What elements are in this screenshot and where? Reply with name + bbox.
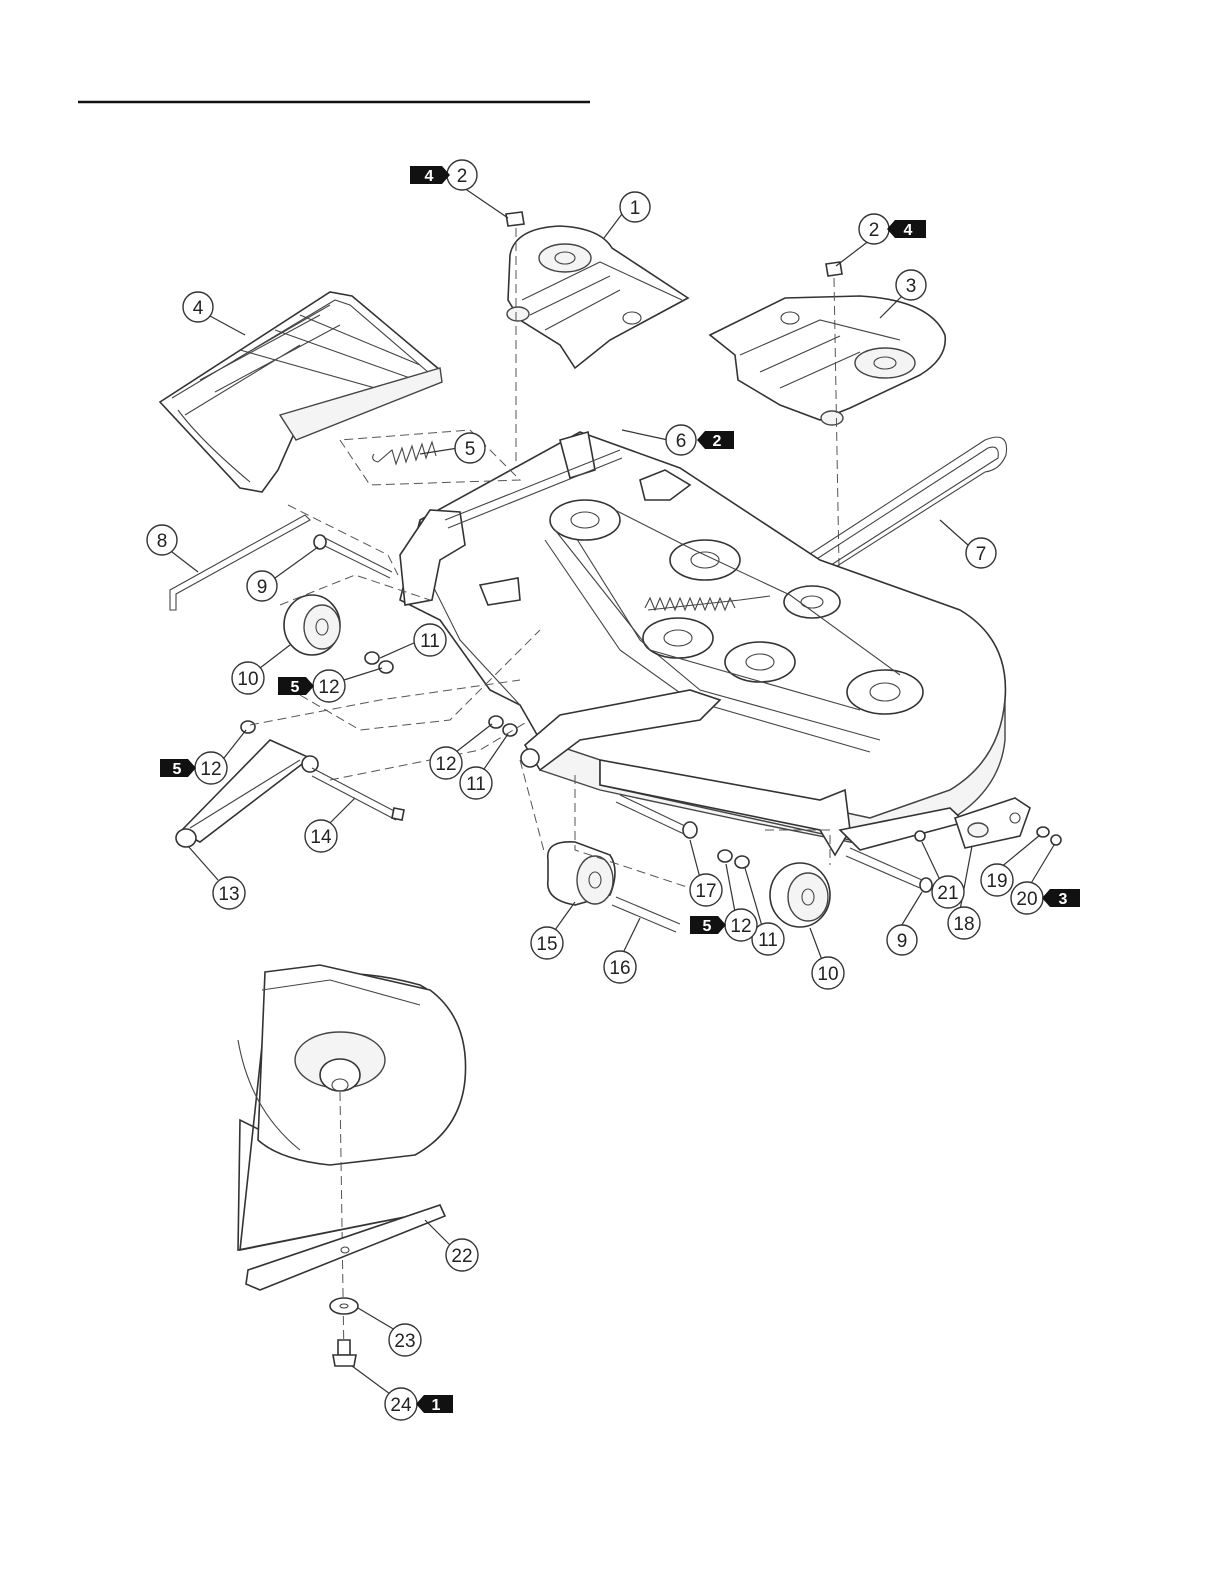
callout-16-label: 16 xyxy=(609,958,630,979)
callout-20: 20 xyxy=(1011,882,1043,914)
callout-1-label: 1 xyxy=(630,198,641,219)
flag-6-label: 2 xyxy=(713,433,722,450)
blade-washer xyxy=(330,1298,358,1314)
flag-2-left: 4 xyxy=(410,166,450,185)
flag-20: 3 xyxy=(1042,889,1080,908)
callout-16: 16 xyxy=(604,951,636,983)
flag-24: 1 xyxy=(416,1395,453,1414)
flag-12-d-label: 5 xyxy=(703,918,712,935)
callout-8: 8 xyxy=(147,525,177,555)
callout-9-left-label: 9 xyxy=(257,577,268,598)
callout-12-c-label: 12 xyxy=(435,754,456,775)
callout-12-a: 12 xyxy=(313,670,345,702)
right-belt-cover xyxy=(710,296,945,425)
callout-24-label: 24 xyxy=(390,1395,412,1416)
callout-4: 4 xyxy=(183,292,213,322)
callout-14-label: 14 xyxy=(310,827,332,848)
gauge-wheel-left xyxy=(284,595,340,655)
flag-2-left-label: 4 xyxy=(425,168,434,185)
callout-10-left-label: 10 xyxy=(237,669,258,690)
callout-2-right-label: 2 xyxy=(869,220,880,241)
callout-15: 15 xyxy=(531,927,563,959)
callout-3: 3 xyxy=(896,270,926,300)
mower-blade xyxy=(246,1205,445,1290)
bolt-9-left xyxy=(314,535,392,578)
callout-11-b-label: 11 xyxy=(466,774,486,795)
callout-7-label: 7 xyxy=(976,544,987,565)
callout-9-right-label: 9 xyxy=(897,931,908,952)
callout-12-a-label: 12 xyxy=(318,677,339,698)
callout-21-label: 21 xyxy=(937,883,958,904)
callout-23-label: 23 xyxy=(394,1331,415,1352)
callout-5-label: 5 xyxy=(465,439,476,460)
callout-8-label: 8 xyxy=(157,531,168,552)
callout-12-b: 12 xyxy=(195,752,227,784)
callout-5: 5 xyxy=(455,433,485,463)
left-belt-cover xyxy=(507,226,688,368)
callout-3-label: 3 xyxy=(906,276,917,297)
callout-6: 6 xyxy=(666,425,696,455)
blade-bolt xyxy=(333,1340,356,1366)
roller-axle xyxy=(612,897,680,932)
callout-19-label: 19 xyxy=(986,871,1007,892)
flag-24-label: 1 xyxy=(432,1397,441,1414)
callout-17-label: 17 xyxy=(695,881,716,902)
callout-18: 18 xyxy=(948,907,980,939)
callout-22-label: 22 xyxy=(451,1246,472,1267)
flag-12-a-label: 5 xyxy=(291,679,300,696)
callout-9-left: 9 xyxy=(247,571,277,601)
flag-20-label: 3 xyxy=(1059,891,1068,908)
callout-12-d-label: 12 xyxy=(730,916,751,937)
callout-19: 19 xyxy=(981,864,1013,896)
callout-22: 22 xyxy=(446,1239,478,1271)
callout-1: 1 xyxy=(620,192,650,222)
callout-12-b-label: 12 xyxy=(200,759,221,780)
gauge-wheel-right xyxy=(770,863,830,927)
callout-13-label: 13 xyxy=(218,884,239,905)
callout-10-left: 10 xyxy=(232,662,264,694)
callout-10-right-label: 10 xyxy=(817,964,838,985)
callout-7: 7 xyxy=(966,538,996,568)
callout-17: 17 xyxy=(690,874,722,906)
flag-6: 2 xyxy=(697,431,734,450)
callout-11-a-label: 11 xyxy=(420,631,440,652)
callout-13: 13 xyxy=(213,877,245,909)
callout-11-b: 11 xyxy=(460,767,492,799)
callout-12-d: 12 xyxy=(725,909,757,941)
callout-20-label: 20 xyxy=(1016,889,1037,910)
roller-15 xyxy=(548,842,615,905)
flag-2-right: 4 xyxy=(887,220,926,239)
callout-24: 24 xyxy=(385,1388,417,1420)
bolt-9-right xyxy=(846,848,932,892)
flag-12-d: 5 xyxy=(690,916,726,935)
flag-12-a: 5 xyxy=(278,677,314,696)
callout-6-label: 6 xyxy=(676,431,687,452)
callout-23: 23 xyxy=(389,1324,421,1356)
callout-2-left: 2 xyxy=(447,160,477,190)
callout-11-c-label: 11 xyxy=(758,930,778,951)
callout-9-right: 9 xyxy=(887,925,917,955)
callout-12-c: 12 xyxy=(430,747,462,779)
flag-12-b-label: 5 xyxy=(173,761,182,778)
callout-21: 21 xyxy=(932,876,964,908)
flag-2-right-label: 4 xyxy=(904,222,913,239)
rod-part-8 xyxy=(170,515,310,610)
flag-12-b: 5 xyxy=(160,759,196,778)
callout-2-left-label: 2 xyxy=(457,166,468,187)
callout-2-right: 2 xyxy=(859,214,889,244)
callout-15-label: 15 xyxy=(536,934,557,955)
callout-10-right: 10 xyxy=(812,957,844,989)
callout-18-label: 18 xyxy=(953,914,974,935)
callout-11-a: 11 xyxy=(414,624,446,656)
callout-14: 14 xyxy=(305,820,337,852)
callout-4-label: 4 xyxy=(193,298,204,319)
